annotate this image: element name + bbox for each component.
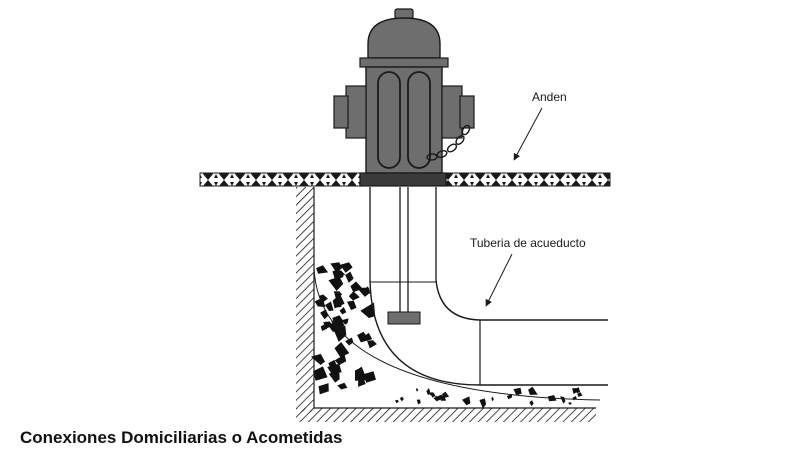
sidewalk-label: Anden: [532, 90, 567, 104]
gravel-stone: [316, 265, 329, 274]
gravel-stone: [434, 396, 440, 400]
gravel-stone: [357, 331, 368, 343]
gravel-stone: [399, 396, 404, 402]
gravel-stone: [334, 342, 350, 358]
gravel-stone: [360, 302, 376, 318]
gravel-stone: [328, 321, 341, 332]
gravel-stone: [310, 353, 325, 365]
gravel-stone: [318, 383, 329, 395]
gravel-stone: [439, 395, 446, 401]
gravel-stone: [330, 262, 343, 273]
gravel-stone: [574, 387, 581, 394]
gravel-stone: [332, 293, 345, 309]
pipe-arrow: [485, 253, 513, 307]
gravel-stone: [348, 291, 360, 301]
gravel-stone: [529, 400, 534, 407]
gravel-stone: [339, 307, 347, 315]
gravel-stone: [415, 388, 419, 392]
gravel-stone: [332, 269, 344, 281]
gravel-stone: [462, 396, 471, 406]
fire-hydrant: [333, 8, 475, 187]
gravel-stone: [479, 398, 487, 409]
gravel-stone: [340, 262, 353, 273]
bedding-boundary: [313, 267, 601, 401]
gravel-stone: [506, 394, 513, 400]
water-main-pipe: [369, 279, 608, 386]
gravel-stone: [513, 387, 522, 396]
gravel-stone: [313, 366, 328, 381]
gravel-stone: [325, 301, 334, 311]
pipe-label: Tuberia de acueducto: [470, 236, 586, 250]
gravel-stone: [358, 377, 366, 387]
gravel-stone: [345, 337, 354, 346]
gravel-stone: [491, 396, 494, 402]
gravel-stone: [327, 363, 342, 374]
gravel-stone: [345, 271, 354, 283]
gravel-stone: [350, 281, 363, 293]
hydrant-chain: [426, 124, 471, 161]
gravel-stone: [577, 392, 583, 397]
gravel-stone: [367, 340, 377, 349]
gravel-stone: [337, 382, 348, 390]
figure-caption: Conexiones Domiciliarias o Acometidas: [20, 428, 343, 447]
gravel-stone: [416, 399, 421, 405]
gravel-stone: [363, 286, 370, 295]
gravel-stone: [320, 309, 329, 320]
sidewalk-arrow: [513, 107, 543, 161]
gravel-stone: [560, 396, 566, 404]
hydrant-riser-pipe: [369, 187, 437, 325]
gravel-stone: [347, 300, 357, 311]
gravel-stone: [341, 318, 349, 325]
gravel-stone: [363, 371, 376, 383]
gravel-stone: [334, 354, 347, 366]
gravel-stone: [568, 402, 572, 405]
gravel-stone: [328, 276, 344, 291]
gravel-stone: [395, 399, 399, 404]
gravel-bedding: [310, 262, 583, 409]
gravel-stone: [528, 386, 538, 395]
gravel-stone: [354, 368, 361, 376]
gravel-stone: [426, 388, 431, 395]
